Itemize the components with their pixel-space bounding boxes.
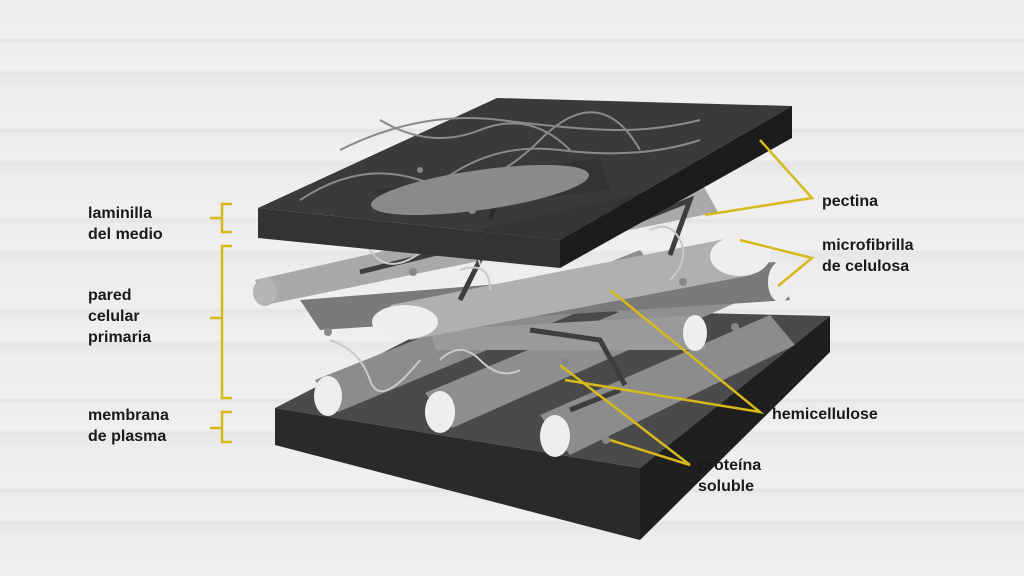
label-soluble-protein: proteína soluble <box>698 457 762 495</box>
label-hemicellulose: hemicellulose <box>772 406 878 423</box>
label-plasma-membrane: membrana de plasma <box>88 407 169 445</box>
callout-lines <box>210 139 815 467</box>
soluble-protein-dots <box>324 167 739 444</box>
label-cellulose-microfibril: microfibrilla de celulosa <box>822 237 914 275</box>
label-pectin: pectina <box>822 193 879 210</box>
middle-lamella-slab <box>258 98 792 268</box>
label-primary-cell-wall: pared celular primaria <box>88 287 152 346</box>
label-middle-lamella: laminilla del medio <box>88 205 163 243</box>
